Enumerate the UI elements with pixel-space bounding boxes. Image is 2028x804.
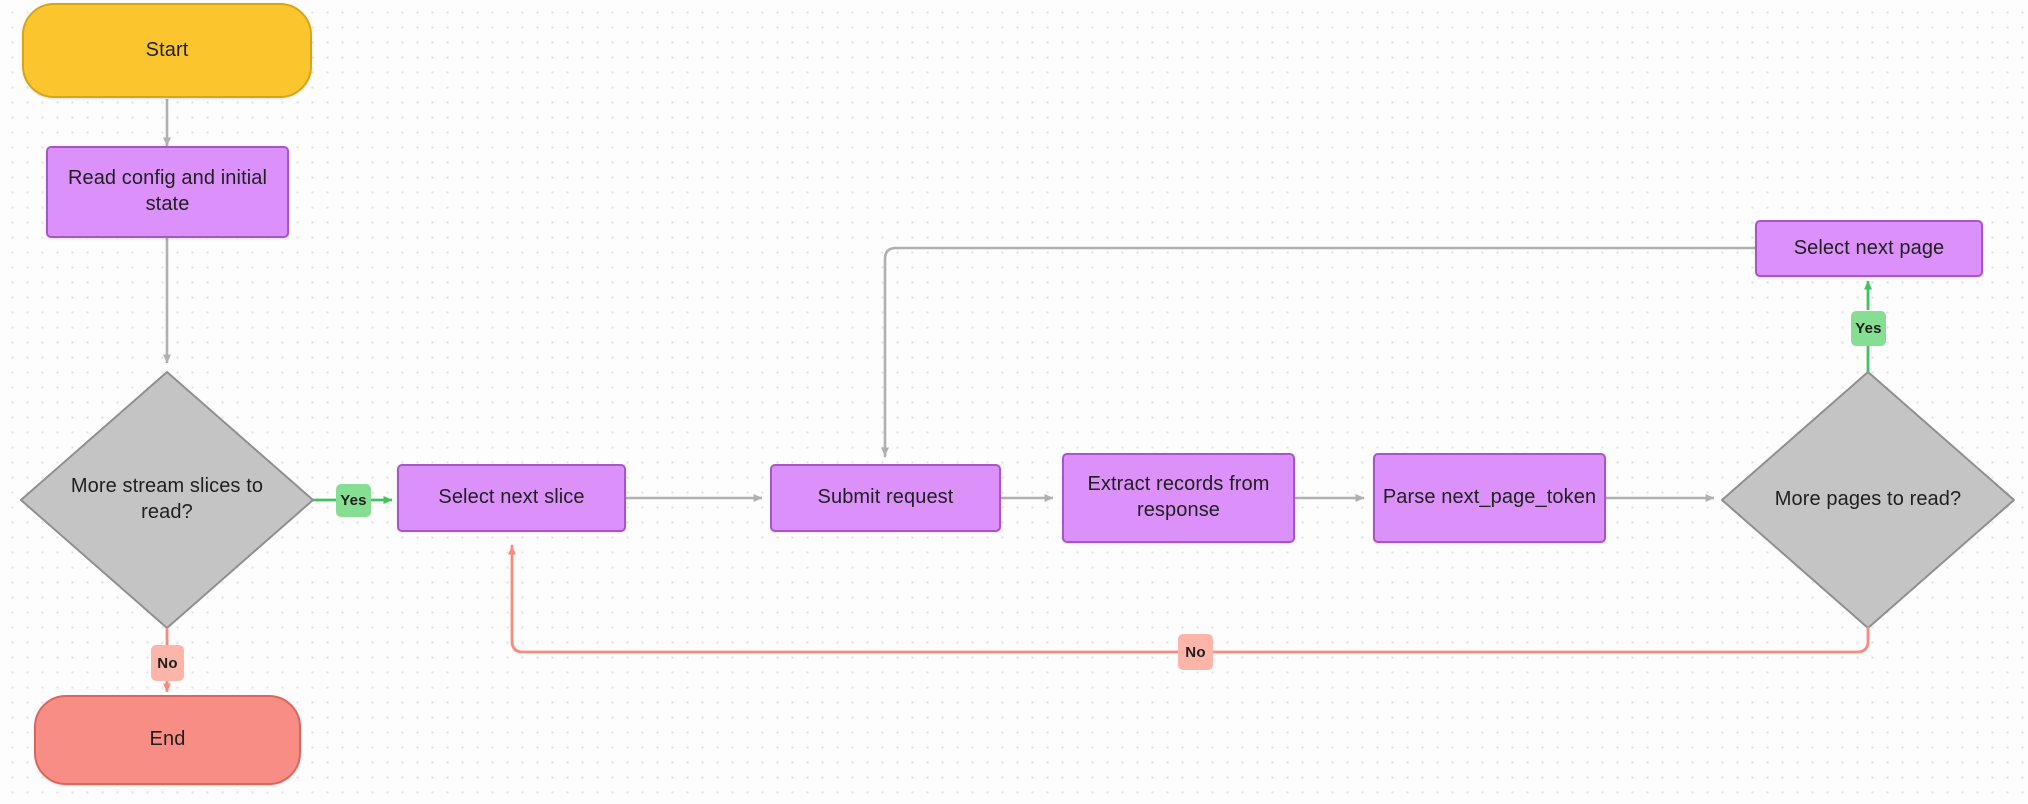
node-submit-request-label: Submit request bbox=[817, 486, 954, 509]
edge-label-pages-no-text: No bbox=[1185, 643, 1206, 661]
edge-label-pages-no: No bbox=[1178, 634, 1213, 670]
node-parse-next-page-token[interactable]: Parse next_page_token bbox=[1373, 453, 1606, 543]
edge-more-pages-no bbox=[1210, 626, 1870, 654]
node-extract-records[interactable]: Extract records from response bbox=[1062, 453, 1295, 543]
node-start-label: Start bbox=[145, 38, 189, 61]
edge-label-pages-yes: Yes bbox=[1851, 311, 1886, 346]
node-read-config[interactable]: Read config and initial state bbox=[46, 146, 289, 238]
node-more-stream-slices-label: More stream slices to read? bbox=[70, 475, 264, 523]
edge-select-page-to-submit bbox=[881, 246, 1757, 458]
node-select-next-page[interactable]: Select next page bbox=[1755, 220, 1983, 277]
edge-label-slices-no: No bbox=[151, 645, 184, 681]
node-read-config-label: Read config and initial state bbox=[67, 167, 268, 215]
node-parse-next-page-token-label: Parse next_page_token bbox=[1382, 486, 1597, 509]
node-select-next-slice[interactable]: Select next slice bbox=[397, 464, 626, 532]
node-extract-records-label: Extract records from response bbox=[1087, 473, 1270, 521]
node-select-next-page-label: Select next page bbox=[1793, 236, 1945, 259]
node-submit-request[interactable]: Submit request bbox=[770, 464, 1001, 532]
node-start[interactable]: Start bbox=[22, 3, 312, 98]
edge-label-slices-yes: Yes bbox=[336, 484, 371, 517]
edge-label-slices-no-text: No bbox=[157, 654, 178, 672]
node-select-next-slice-label: Select next slice bbox=[438, 486, 585, 509]
node-end-label: End bbox=[149, 728, 186, 751]
node-more-pages-label: More pages to read? bbox=[1774, 488, 1962, 511]
node-more-stream-slices[interactable]: More stream slices to read? bbox=[21, 372, 313, 628]
edge-more-pages-no-tail bbox=[508, 544, 1180, 654]
node-more-pages[interactable]: More pages to read? bbox=[1722, 372, 2014, 628]
edge-label-pages-yes-text: Yes bbox=[1855, 320, 1882, 337]
edge-label-slices-yes-text: Yes bbox=[340, 492, 367, 509]
node-end[interactable]: End bbox=[34, 695, 301, 785]
